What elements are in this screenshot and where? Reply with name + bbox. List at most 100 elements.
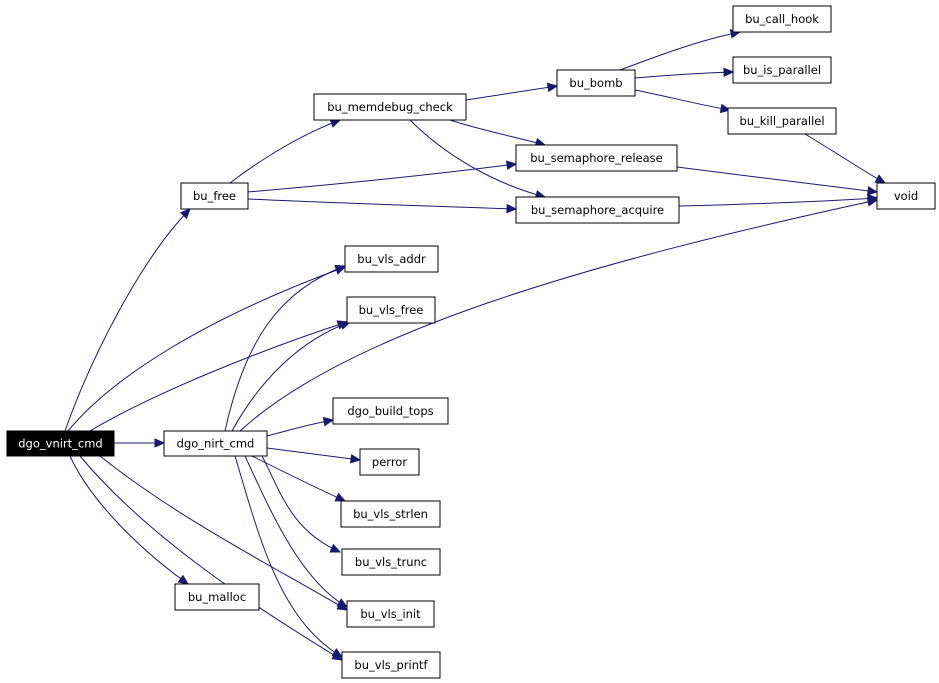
node-bu-is-parallel[interactable]: bu_is_parallel <box>732 56 832 84</box>
edge-bu_bomb-to-bu_is_parallel <box>634 67 735 79</box>
edge-dgo_nirt_cmd-to-bu_vls_strlen <box>251 455 347 502</box>
arrowhead-icon <box>334 264 347 274</box>
node-box <box>341 651 441 679</box>
edge-dgo_nirt_cmd-to-bu_vls_addr <box>224 264 347 432</box>
edge-bu_bomb-to-bu_call_hook <box>619 29 742 71</box>
arrowhead-icon <box>322 416 335 427</box>
node-label: bu_vls_addr <box>357 252 426 266</box>
edge-line <box>239 199 878 432</box>
edge-line <box>247 198 517 210</box>
arrowhead-icon <box>546 82 559 93</box>
edge-line <box>231 321 351 432</box>
node-box <box>6 430 115 457</box>
edge-line <box>79 455 343 661</box>
arrowhead-icon <box>179 208 191 220</box>
node-label: bu_vls_strlen <box>353 507 428 521</box>
node-label: bu_free <box>193 189 236 203</box>
arrowhead-icon <box>866 197 879 207</box>
node-bu-vls-trunc[interactable]: bu_vls_trunc <box>341 548 441 576</box>
edge-dgo_nirt_cmd-to-bu_vls_trunc <box>261 455 342 553</box>
node-label: bu_kill_parallel <box>739 114 824 128</box>
node-label: bu_is_parallel <box>743 63 821 77</box>
edge-line <box>224 265 346 432</box>
node-label: dgo_vnirt_cmd <box>18 437 103 451</box>
node-box <box>556 69 636 97</box>
edge-line <box>634 89 731 111</box>
arrowhead-icon <box>874 174 887 184</box>
node-label: bu_semaphore_acquire <box>531 203 664 217</box>
node-bu-semaphore-release[interactable]: bu_semaphore_release <box>515 144 678 172</box>
node-bu-vls-printf[interactable]: bu_vls_printf <box>341 651 441 679</box>
node-bu-vls-strlen[interactable]: bu_vls_strlen <box>340 500 441 528</box>
edge-bu_semaphore_release-to-void <box>676 166 879 196</box>
node-label: bu_vls_trunc <box>355 555 427 569</box>
edge-line <box>244 455 348 608</box>
node-bu-vls-addr[interactable]: bu_vls_addr <box>344 245 439 273</box>
edge-line <box>261 455 341 553</box>
arrowhead-icon <box>329 543 342 553</box>
node-dgo-build-tops[interactable]: dgo_build_tops <box>332 397 449 425</box>
edge-line <box>409 119 546 198</box>
node-box <box>174 583 260 611</box>
edge-bu_free-to-bu_semaphore_acquire <box>247 198 518 214</box>
node-box <box>340 500 441 528</box>
edge-line <box>449 119 546 146</box>
node-label: perror <box>372 455 407 469</box>
edge-dgo_nirt_cmd-to-dgo_build_tops <box>266 416 335 437</box>
edge-line <box>89 321 348 432</box>
node-box <box>344 245 439 273</box>
node-box <box>732 5 832 33</box>
edge-line <box>64 208 191 432</box>
nodes-layer: dgo_vnirt_cmd dgo_nirt_cmd bu_free bu_memde… <box>6 5 936 679</box>
node-box <box>332 397 449 425</box>
edge-line <box>99 455 348 611</box>
edge-dgo_vnirt_cmd-to-bu_malloc <box>69 455 190 585</box>
arrowhead-icon <box>334 492 347 502</box>
node-box <box>341 548 441 576</box>
node-bu-call-hook[interactable]: bu_call_hook <box>732 5 832 33</box>
edge-line <box>266 447 361 461</box>
arrowhead-icon <box>177 574 190 585</box>
node-label: bu_malloc <box>188 590 246 604</box>
arrowhead-icon <box>349 454 362 464</box>
edge-dgo_vnirt_cmd-to-bu_free <box>64 208 191 432</box>
edge-line <box>678 197 878 207</box>
node-perror[interactable]: perror <box>359 448 420 476</box>
edge-line <box>266 419 334 437</box>
node-bu-free[interactable]: bu_free <box>180 182 249 210</box>
node-label: bu_vls_init <box>360 607 421 621</box>
node-box <box>515 196 680 224</box>
edge-dgo_nirt_cmd-to-bu_vls_init <box>244 455 349 608</box>
node-bu-malloc[interactable]: bu_malloc <box>174 583 260 611</box>
edge-bu_kill_parallel-to-void <box>804 133 887 184</box>
edge-dgo_vnirt_cmd-to-bu_vls_addr <box>67 265 347 432</box>
arrowhead-icon <box>329 118 342 128</box>
arrowhead-icon <box>723 67 735 78</box>
node-bu-kill-parallel[interactable]: bu_kill_parallel <box>727 107 837 135</box>
edge-line <box>229 119 341 184</box>
node-void[interactable]: void <box>876 182 936 210</box>
node-label: bu_memdebug_check <box>327 100 453 114</box>
edge-dgo_nirt_cmd-to-perror <box>266 447 362 464</box>
node-bu-vls-free[interactable]: bu_vls_free <box>346 296 436 324</box>
edge-bu_free-to-bu_semaphore_release <box>247 160 518 193</box>
node-label: bu_semaphore_release <box>530 151 663 165</box>
node-bu-bomb[interactable]: bu_bomb <box>556 69 636 97</box>
node-bu-vls-init[interactable]: bu_vls_init <box>346 600 435 628</box>
node-label: bu_bomb <box>569 76 622 90</box>
node-dgo-vnirt-cmd[interactable]: dgo_vnirt_cmd <box>6 430 115 457</box>
node-box <box>346 600 435 628</box>
node-bu-semaphore-acquire[interactable]: bu_semaphore_acquire <box>515 196 680 224</box>
node-label: dgo_build_tops <box>347 404 433 418</box>
edge-dgo_nirt_cmd-to-void <box>239 197 879 432</box>
node-dgo-nirt-cmd[interactable]: dgo_nirt_cmd <box>163 430 268 457</box>
edge-line <box>619 31 741 71</box>
edge-line <box>69 455 189 585</box>
node-label: bu_vls_printf <box>354 658 428 672</box>
node-box <box>727 107 837 135</box>
node-box <box>876 182 936 210</box>
arrowhead-icon <box>505 160 518 170</box>
node-bu-memdebug-check[interactable]: bu_memdebug_check <box>313 93 467 121</box>
edge-line <box>67 266 346 432</box>
edge-bu_free-to-bu_memdebug_check <box>229 118 342 184</box>
